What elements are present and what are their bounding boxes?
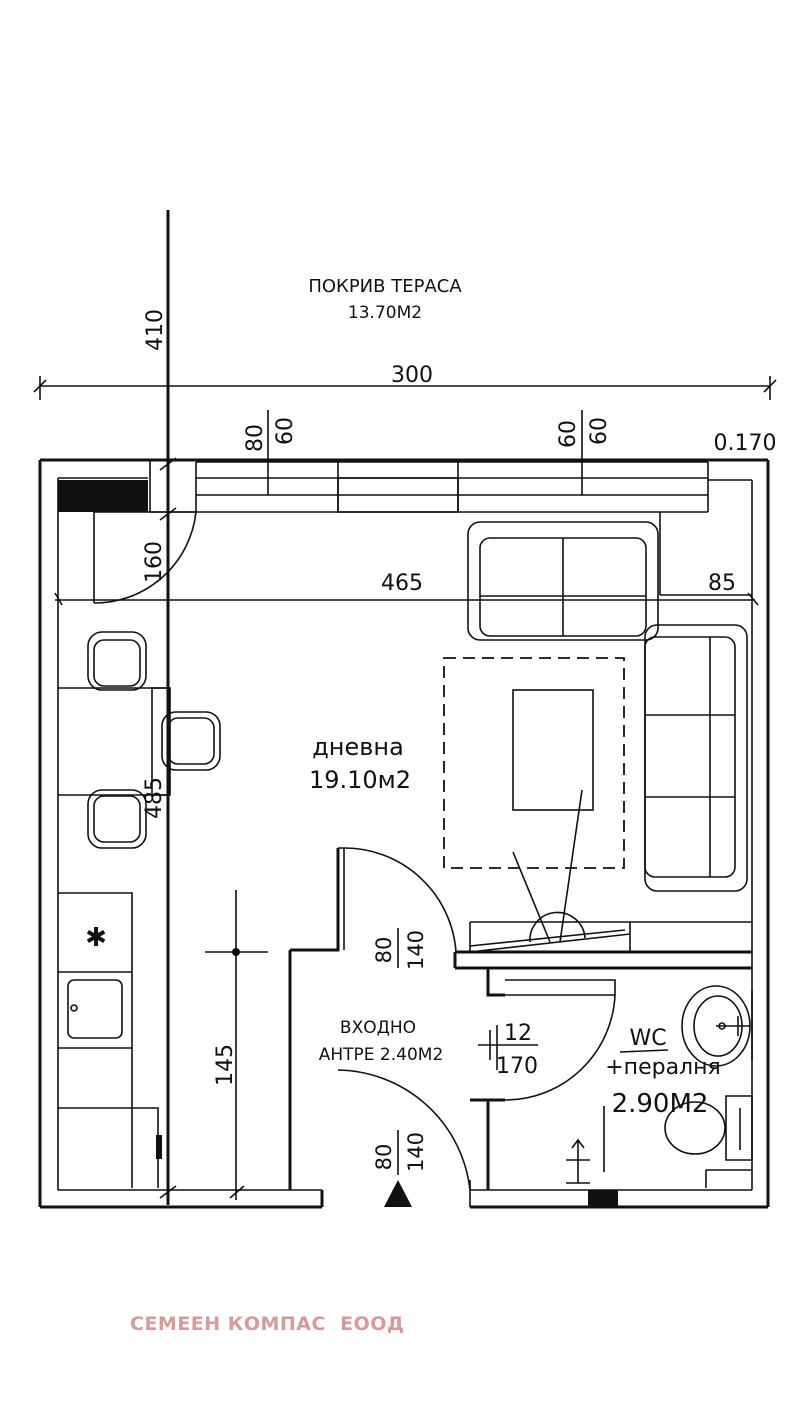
dim-door-entry-bottom: 140 [404, 1132, 428, 1172]
toilet-bowl [664, 1101, 726, 1155]
dim-terrace-depth: 410 [143, 309, 168, 351]
dim-hall-height: 145 [213, 1044, 238, 1086]
dim-right-offset: 85 [708, 571, 736, 596]
sofa-right [644, 624, 748, 892]
room-wc-line1: WC [629, 1026, 666, 1051]
dim-window-left-top: 80 [243, 424, 268, 452]
dim-window-right-top: 60 [556, 420, 581, 448]
dimension-lines [33, 376, 777, 1207]
rug [443, 657, 625, 869]
kitchen-counter [58, 687, 171, 1188]
dim-door-terrace: 160 [142, 541, 167, 583]
terrace-windows [195, 461, 709, 513]
dim-window-left-bottom: 60 [273, 417, 298, 445]
dim-kitchen-length: 485 [142, 777, 167, 819]
wc-vent-block [588, 1190, 618, 1207]
dim-wall-thickness: 0.170 [714, 431, 777, 456]
bar-chair [87, 789, 147, 849]
chimney-block [58, 480, 148, 512]
dim-door-living-bottom: 140 [404, 930, 428, 970]
dim-living-width: 465 [381, 571, 423, 596]
company-watermark: СЕМЕЕН КОМПАС ЕООД [130, 1313, 405, 1335]
bar-chairs [87, 631, 221, 849]
room-living-area: 19.10м2 [309, 766, 411, 794]
coffee-table [512, 689, 594, 811]
dim-window-right-bottom: 60 [587, 417, 612, 445]
dim-door-living-top: 80 [372, 937, 396, 964]
terrace-area: 13.70М2 [348, 303, 422, 323]
bar-chair [161, 711, 221, 771]
dim-door-wc-top: 12 [504, 1021, 532, 1046]
dim-door-entry-top: 80 [372, 1144, 396, 1171]
dim-overall-width: 300 [391, 363, 433, 388]
dim-door-wc-bottom: 170 [496, 1054, 538, 1079]
toilet-tank [725, 1095, 753, 1161]
room-wc-line2: +пералня [605, 1055, 720, 1080]
exterior-walls [38, 458, 770, 1209]
wc-fixtures [566, 985, 753, 1188]
room-hall-line2: АНТРЕ 2.40М2 [319, 1045, 444, 1065]
bar-chair [87, 631, 147, 691]
terrace-title: ПОКРИВ ТЕРАСА [308, 276, 462, 297]
door-swings [93, 511, 616, 1191]
room-wc-area: 2.90М2 [612, 1089, 709, 1119]
room-hall-line1: ВХОДНО [340, 1018, 416, 1038]
room-living-name: дневна [312, 733, 404, 761]
sink [67, 979, 123, 1039]
sofa-top [467, 521, 659, 641]
stove-icon: ✱ [85, 923, 107, 953]
tv-unit [469, 789, 752, 953]
